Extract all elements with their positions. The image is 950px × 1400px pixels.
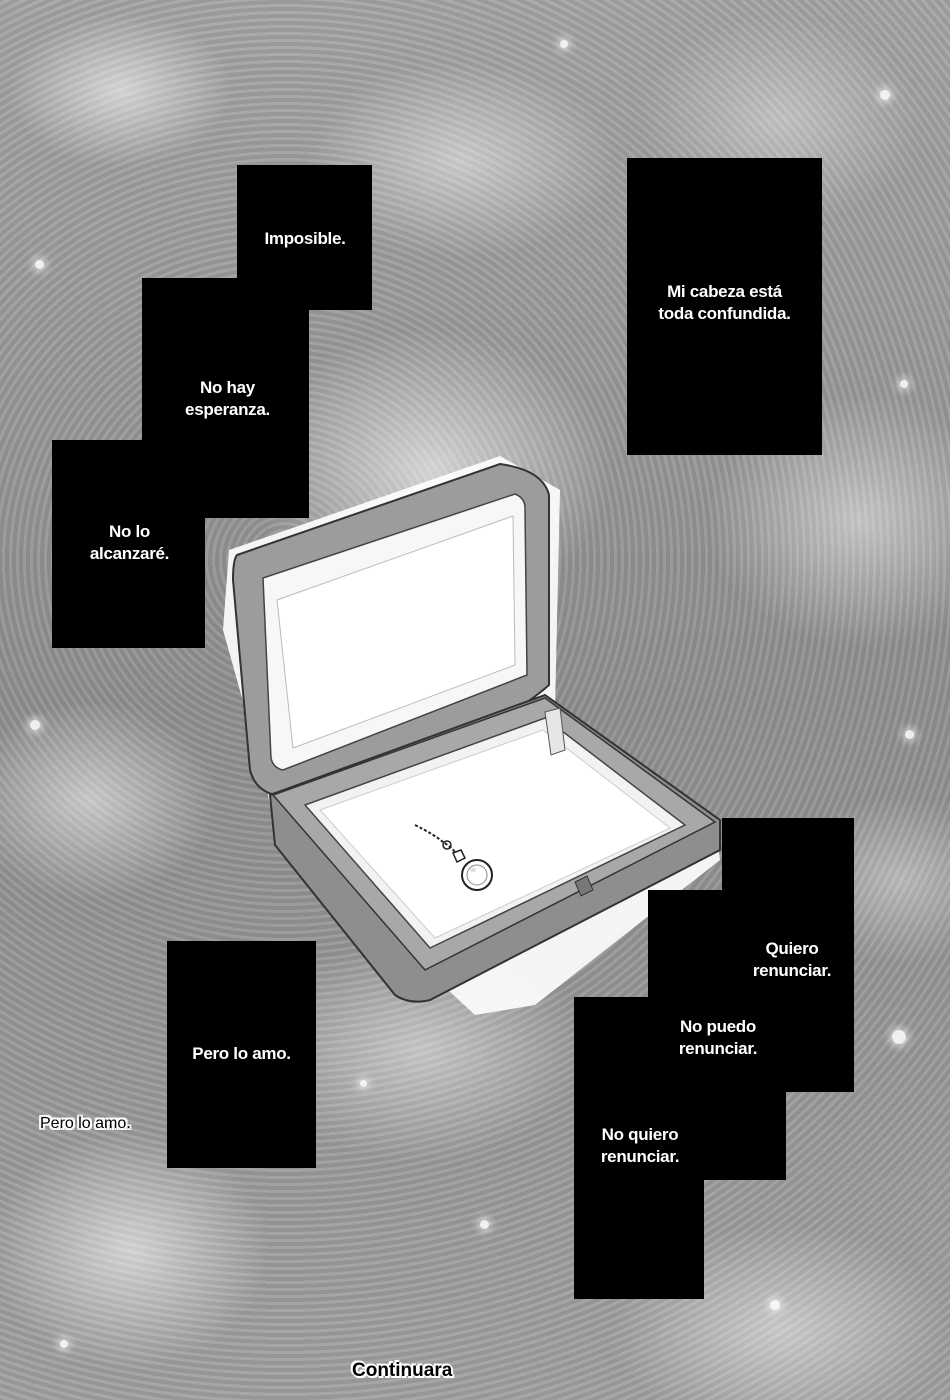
caption-no-hay-esperanza: No hay esperanza. (185, 378, 270, 419)
sparkle-icon (770, 1300, 780, 1310)
caption-panel (52, 440, 205, 648)
sparkle-icon (905, 730, 914, 739)
pendant-necklace-icon (414, 824, 493, 891)
sparkle-icon (360, 1080, 367, 1087)
caption-panel (574, 997, 704, 1299)
sparkle-icon (880, 90, 890, 100)
open-ring-box-icon (223, 456, 721, 1015)
caption-mi-cabeza: Mi cabeza está toda confundida. (658, 282, 791, 323)
sparkle-icon (892, 1030, 906, 1044)
sparkle-icon (60, 1340, 68, 1348)
caption-no-lo-alcanzare: No lo alcanzaré. (89, 522, 170, 563)
sparkle-icon (480, 1220, 489, 1229)
caption-no-quiero-renunciar: No quiero renunciar. (600, 1125, 680, 1166)
caption-panel (627, 158, 822, 455)
sparkle-icon (900, 380, 908, 388)
sparkle-icon (560, 40, 568, 48)
caption-panel (167, 941, 316, 1168)
floating-text-pero-lo-amo: Pero lo amo. (40, 1115, 131, 1132)
caption-quiero-renunciar: Quiero renunciar. (752, 939, 832, 980)
sparkle-icon (35, 260, 44, 269)
caption-imposible: Imposible. (264, 229, 346, 248)
caption-pero-lo-amo: Pero lo amo. (192, 1044, 291, 1063)
to-be-continued-label: Continuara (352, 1360, 453, 1381)
sparkle-icon (30, 720, 40, 730)
caption-no-puedo-renunciar: No puedo renunciar. (678, 1017, 758, 1058)
